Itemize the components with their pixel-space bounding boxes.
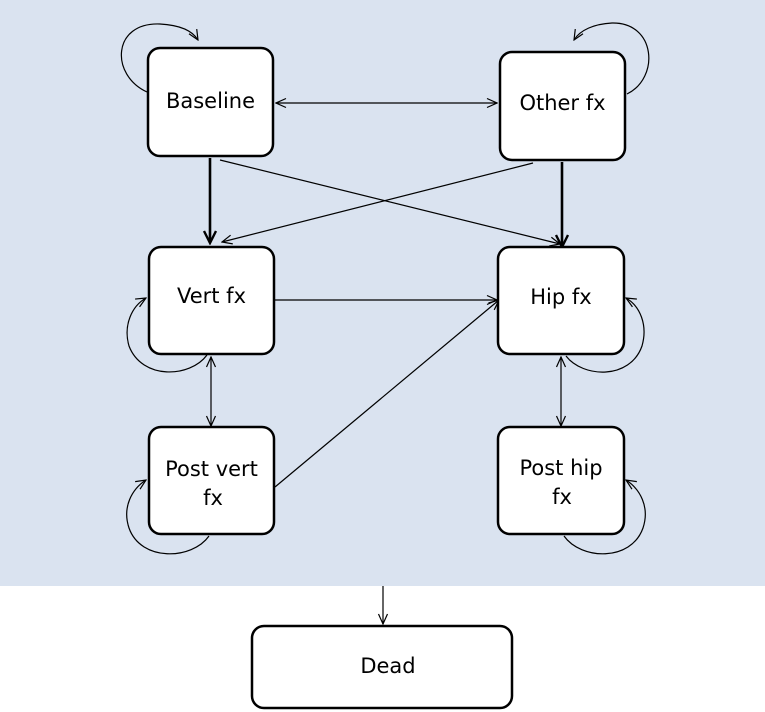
node-baseline: Baseline	[146, 46, 275, 158]
node-post-hip-fx-label-line-1: Post hip	[519, 456, 602, 480]
self-loop-baseline	[120, 23, 198, 93]
edge-post-vert-fx-hip-fx	[274, 300, 499, 488]
node-post-vert-fx-label-line-1: Post vert	[165, 457, 258, 481]
self-loop-hip-fx	[565, 298, 645, 373]
node-other-fx: Other fx	[498, 50, 627, 162]
node-post-hip-fx: Post hip fx	[496, 425, 626, 536]
svg-text:Post hip: Post hip	[519, 456, 602, 480]
edge-baseline-hip-fx	[219, 159, 560, 244]
self-loop-vert-fx	[126, 298, 208, 373]
self-loop-other-fx	[574, 22, 650, 95]
node-dead-label: Dead	[360, 654, 415, 678]
svg-text:Post vert: Post vert	[165, 457, 258, 481]
self-loop-post-vert-fx	[126, 480, 210, 555]
node-baseline-label: Baseline	[166, 89, 255, 113]
diagram-background-panel	[0, 0, 765, 586]
node-other-fx-label: Other fx	[519, 91, 605, 115]
edge-other-fx-vert-fx	[222, 162, 534, 242]
node-hip-fx: Hip fx	[496, 245, 626, 356]
node-post-vert-fx-label-line-2: fx	[203, 486, 223, 510]
svg-text:fx: fx	[203, 486, 223, 510]
svg-text:fx: fx	[552, 485, 572, 509]
node-dead: Dead	[250, 624, 514, 710]
node-post-hip-fx-label-line-2: fx	[552, 485, 572, 509]
self-loop-post-hip-fx	[563, 480, 646, 555]
node-vert-fx: Vert fx	[147, 245, 276, 356]
node-hip-fx-label: Hip fx	[530, 285, 591, 309]
node-vert-fx-label: Vert fx	[177, 284, 246, 308]
node-post-vert-fx: Post vert fx	[147, 425, 276, 536]
